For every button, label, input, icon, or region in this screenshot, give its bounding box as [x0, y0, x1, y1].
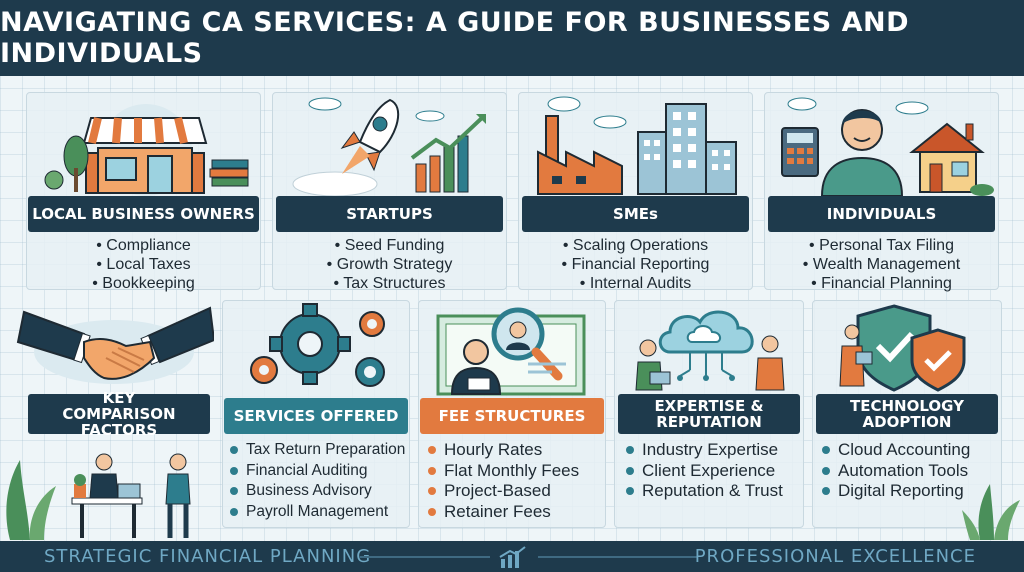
segment-label-startups: STARTUPS: [276, 196, 503, 232]
office-meeting-illustration: [6, 453, 191, 540]
list-item: Business Advisory: [246, 482, 372, 499]
list-item: Financial Reporting: [518, 255, 753, 274]
list-item: Financial Auditing: [246, 461, 368, 479]
shield-check-icon: [839, 304, 966, 392]
list-item: Project-Based: [444, 481, 551, 500]
segment-list-individuals: Personal Tax Filing Wealth Management Fi…: [764, 236, 999, 293]
segment-list-startups: Seed Funding Growth Strategy Tax Structu…: [272, 236, 507, 293]
list-item: Retainer Fees: [444, 501, 551, 521]
factor-list-services: Tax Return Preparation Financial Auditin…: [230, 440, 408, 522]
segment-label-local-business: LOCAL BUSINESS OWNERS: [28, 196, 259, 232]
factor-list-expertise: Industry Expertise Client Experience Rep…: [626, 440, 804, 502]
footer-bar: STRATEGIC FINANCIAL PLANNING PROFESSIONA…: [0, 541, 1024, 572]
list-item: Tax Structures: [272, 274, 507, 293]
list-item: Industry Expertise: [642, 440, 779, 459]
list-item: Bookkeeping: [26, 274, 261, 293]
factor-list-tech: Cloud Accounting Automation Tools Digita…: [822, 440, 1000, 502]
page-title: NAVIGATING CA SERVICES: A GUIDE FOR BUSI…: [0, 0, 1024, 76]
cloud-network-icon: [635, 310, 785, 391]
list-item: Local Taxes: [26, 255, 261, 274]
footer-divider: [538, 556, 698, 558]
factor-label-key: KEY COMPARISON FACTORS: [28, 390, 210, 438]
list-item: Personal Tax Filing: [764, 236, 999, 255]
segment-list-local-business: Compliance Local Taxes Bookkeeping: [26, 236, 261, 293]
list-item: Flat Monthly Fees: [444, 460, 580, 480]
list-item: Cloud Accounting: [838, 440, 971, 459]
factor-label-services: SERVICES OFFERED: [224, 398, 408, 434]
certificate-magnifier-icon: [436, 307, 586, 396]
factor-label-tech: TECHNOLOGY ADOPTION: [816, 394, 998, 434]
storefront-icon: [44, 104, 249, 196]
gears-icon: [250, 303, 385, 387]
list-item: Automation Tools: [838, 460, 969, 480]
footer-right-text: PROFESSIONAL EXCELLENCE: [694, 546, 976, 567]
footer-divider: [360, 556, 490, 558]
segment-label-smes: SMEs: [522, 196, 749, 232]
list-item: Hourly Rates: [444, 440, 543, 459]
factor-label-fees: FEE STRUCTURES: [420, 398, 604, 434]
list-item: Reputation & Trust: [642, 481, 783, 500]
rocket-icon: [292, 97, 486, 196]
list-item: Seed Funding: [272, 236, 507, 255]
plant-icon: [962, 484, 1020, 540]
segment-label-individuals: INDIVIDUALS: [768, 196, 995, 232]
growth-chart-icon: [499, 546, 526, 568]
list-item: Compliance: [26, 236, 261, 255]
list-item: Internal Audits: [518, 274, 753, 293]
list-item: Payroll Management: [246, 502, 389, 520]
list-item: Client Experience: [642, 460, 776, 480]
footer-left-text: STRATEGIC FINANCIAL PLANNING: [44, 546, 372, 567]
list-item: Scaling Operations: [518, 236, 753, 255]
list-item: Financial Planning: [764, 274, 999, 293]
person-house-icon: [781, 97, 994, 196]
list-item: Digital Reporting: [838, 481, 964, 500]
handshake-icon: [16, 306, 214, 384]
list-item: Wealth Management: [764, 255, 999, 274]
list-item: Tax Return Preparation: [246, 441, 406, 458]
segment-list-smes: Scaling Operations Financial Reporting I…: [518, 236, 753, 293]
factory-icon: [537, 96, 737, 195]
list-item: Growth Strategy: [272, 255, 507, 274]
factor-list-fees: Hourly Rates Flat Monthly Fees Project-B…: [428, 440, 606, 522]
factor-label-expertise: EXPERTISE & REPUTATION: [618, 394, 800, 434]
